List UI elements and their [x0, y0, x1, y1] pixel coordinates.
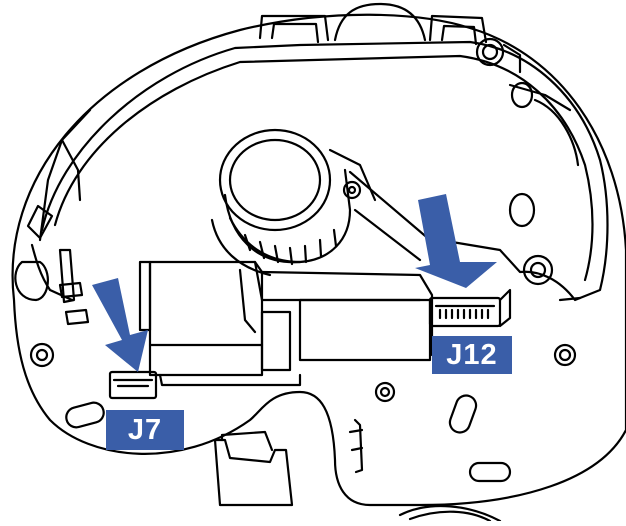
bottom-clip [213, 438, 294, 507]
j7-connector [108, 370, 158, 400]
lens-barrel [223, 168, 352, 264]
inner-housing [40, 40, 609, 302]
lens-front [218, 128, 332, 232]
top-lug-right [428, 14, 488, 44]
j12-connector [428, 296, 502, 328]
top-lug-left [258, 14, 330, 42]
circuit-box-top [260, 270, 434, 357]
arrow-to-j7 [92, 278, 148, 372]
top-lug-center [333, 2, 427, 42]
label-bg-j7 [106, 410, 184, 450]
j7-label: J7 [127, 413, 163, 446]
j12-label: J12 [446, 338, 498, 371]
base-plate-outline [11, 13, 626, 507]
arrow-to-j12 [415, 194, 497, 288]
label-bg-j12 [432, 336, 512, 374]
